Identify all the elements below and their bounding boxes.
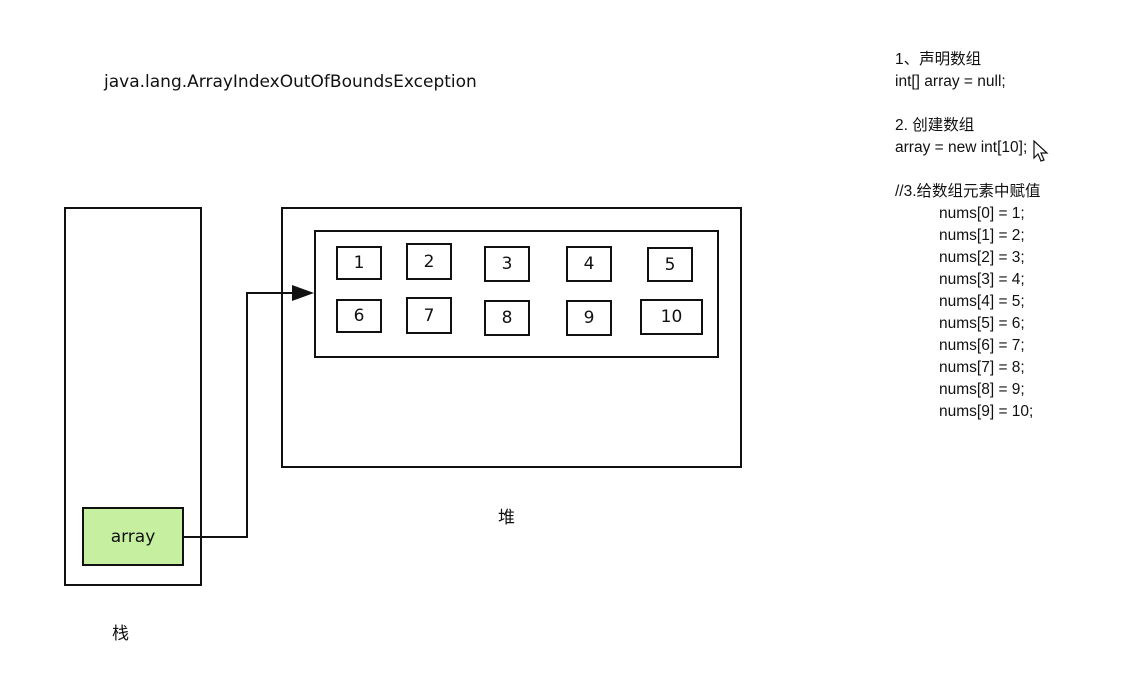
reference-arrow-head <box>292 285 314 301</box>
assignment-line: nums[1] = 2; <box>939 227 1025 244</box>
reference-arrow-line <box>184 292 300 538</box>
assignment-line: nums[7] = 8; <box>939 359 1025 376</box>
step3-title: //3.给数组元素中赋值 <box>895 183 1041 200</box>
array-cell: 4 <box>566 246 612 282</box>
assignment-line: nums[3] = 4; <box>939 271 1025 288</box>
heap-label: 堆 <box>498 508 515 528</box>
assignment-line: nums[8] = 9; <box>939 381 1025 398</box>
step2-title: 2. 创建数组 <box>895 117 975 134</box>
assignment-line: nums[2] = 3; <box>939 249 1025 266</box>
array-cell: 8 <box>484 300 530 336</box>
array-cell: 3 <box>484 246 530 282</box>
array-cell: 2 <box>406 243 452 280</box>
array-cell: 7 <box>406 297 452 334</box>
exception-text: java.lang.ArrayIndexOutOfBoundsException <box>104 72 477 92</box>
array-cell: 5 <box>647 247 693 282</box>
assignment-line: nums[5] = 6; <box>939 315 1025 332</box>
assignment-line: nums[0] = 1; <box>939 205 1025 222</box>
step2-code: array = new int[10]; <box>895 139 1028 156</box>
array-cell: 1 <box>336 246 382 280</box>
notes-panel: 1、声明数组 int[] array = null; 2. 创建数组 array… <box>895 49 1041 423</box>
assignment-line: nums[4] = 5; <box>939 293 1025 310</box>
array-cell: 10 <box>640 299 703 335</box>
array-cell: 6 <box>336 299 382 333</box>
step1-title: 1、声明数组 <box>895 51 982 68</box>
array-cell: 9 <box>566 300 612 336</box>
assignment-line: nums[9] = 10; <box>939 403 1034 420</box>
assignment-line: nums[6] = 7; <box>939 337 1025 354</box>
array-variable-box: array <box>82 507 184 566</box>
step1-code: int[] array = null; <box>895 73 1006 90</box>
array-object-frame <box>314 230 719 358</box>
stack-label: 栈 <box>112 624 129 644</box>
stack-frame <box>64 207 202 586</box>
mouse-cursor-icon <box>1033 140 1049 162</box>
heap-frame <box>281 207 742 468</box>
